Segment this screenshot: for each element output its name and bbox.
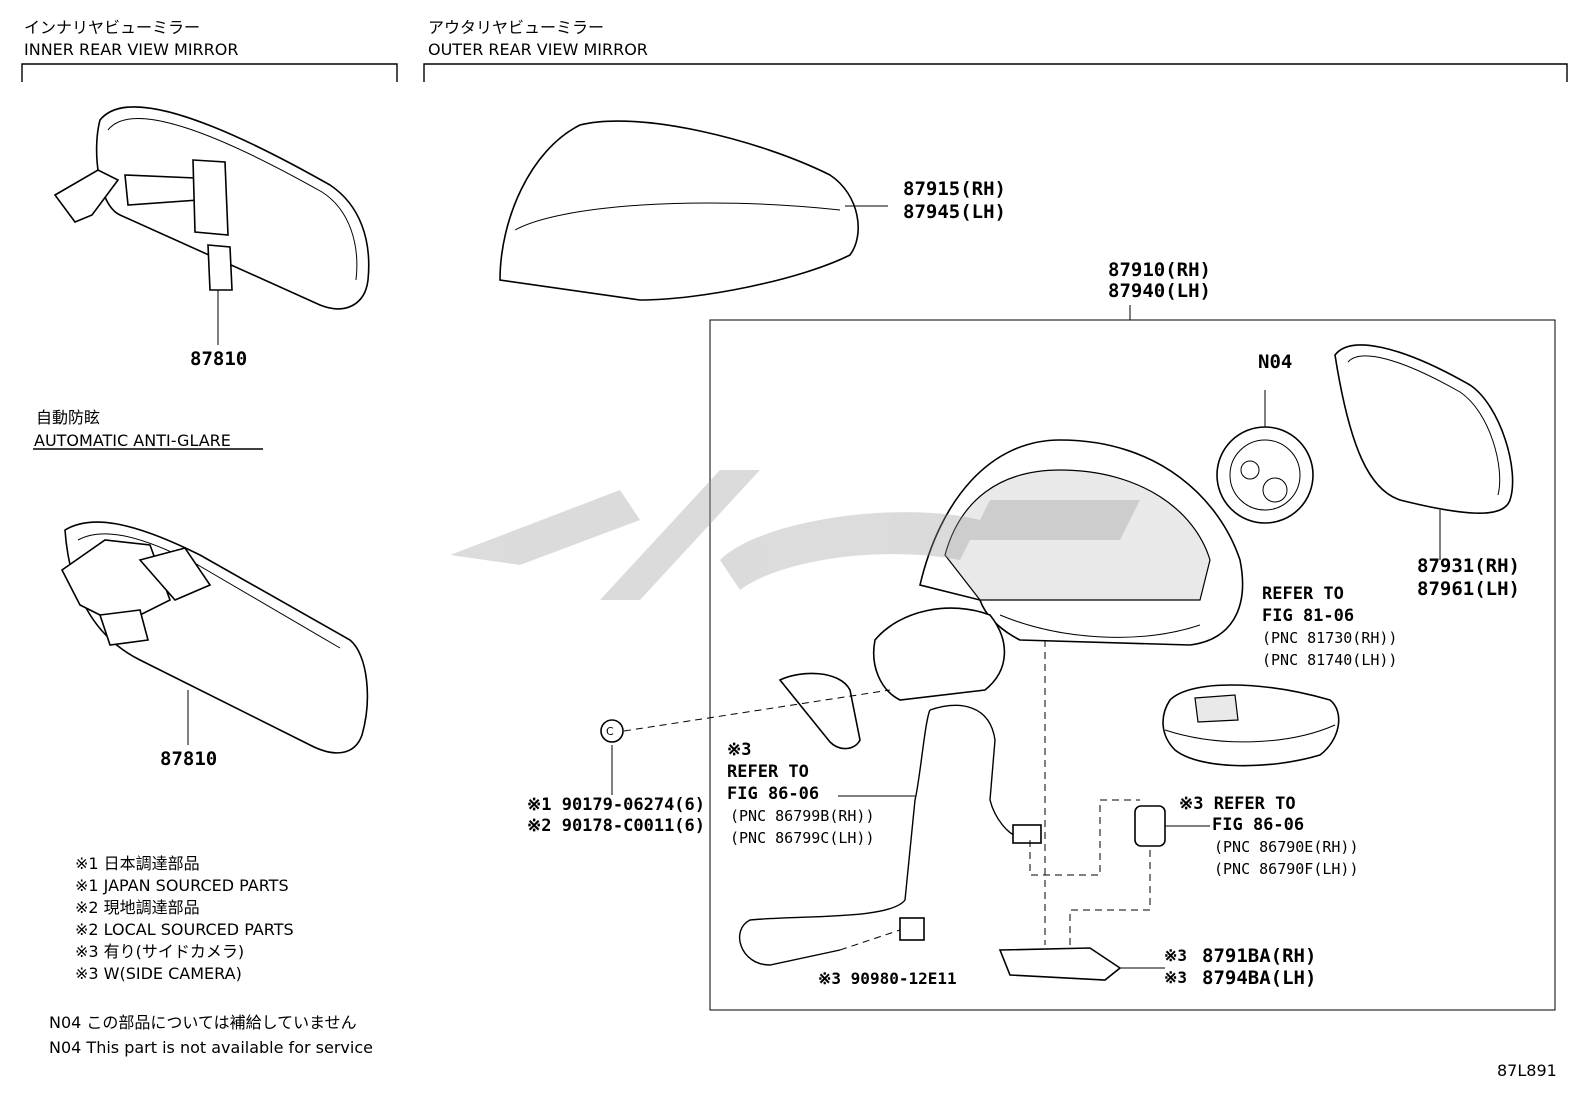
clip-mark-label: C — [606, 725, 614, 738]
note-3-en: ※3 W(SIDE CAMERA) — [75, 964, 242, 983]
fig81-pnc-lh: (PNC 81740(LH)) — [1262, 651, 1398, 669]
wire-harness-illustration — [739, 704, 1042, 966]
anti-glare-title-jp: 自動防眩 — [36, 408, 101, 427]
inner-mirror-part-number[interactable]: 87810 — [190, 348, 248, 370]
inner-mirror-illustration — [53, 106, 370, 345]
outer-section-bracket — [423, 63, 1568, 82]
anti-glare-mirror-illustration — [60, 521, 369, 754]
fig86b-refer-to[interactable]: ※3 REFER TO — [1179, 794, 1296, 814]
n04-note-jp: N04 この部品については補給していません — [49, 1013, 357, 1032]
mirror-cover-lh-part-number[interactable]: 87945(LH) — [903, 201, 1006, 223]
mirror-glass-illustration — [1334, 344, 1514, 560]
anti-glare-mirror-part-number[interactable]: 87810 — [160, 748, 218, 770]
camera-lh-part-number[interactable]: 8794BA(LH) — [1202, 967, 1317, 989]
fig86a-pnc-lh: (PNC 86799C(LH)) — [730, 829, 875, 847]
fig86a-pnc-rh: (PNC 86799B(RH)) — [730, 807, 875, 825]
turn-lamp-illustration — [1162, 684, 1340, 767]
inner-section-title-en: INNER REAR VIEW MIRROR — [24, 40, 239, 59]
fig81-refer-to[interactable]: REFER TO — [1262, 584, 1344, 604]
connector-part-number[interactable]: ※3 90980-12E11 — [818, 969, 957, 988]
mirror-cover-illustration — [499, 120, 888, 301]
fig86a-mark: ※3 — [727, 740, 752, 760]
fig86a-link[interactable]: FIG 86-06 — [727, 784, 820, 804]
mirror-assy-lh-part-number[interactable]: 87940(LH) — [1108, 280, 1211, 302]
mirror-assy-rh-part-number[interactable]: 87910(RH) — [1108, 259, 1211, 281]
outer-section-title-en: OUTER REAR VIEW MIRROR — [428, 40, 648, 59]
watermark-logo — [450, 470, 1140, 600]
outer-section-title-jp: アウタリヤビューミラー — [428, 18, 605, 37]
fig86a-refer-to[interactable]: REFER TO — [727, 762, 809, 782]
mirror-housing-illustration — [778, 439, 1244, 750]
note-2-jp: ※2 現地調達部品 — [75, 898, 200, 917]
outer-assembly-frame — [709, 319, 1556, 1011]
mirror-cover-rh-part-number[interactable]: 87915(RH) — [903, 178, 1006, 200]
n04-label[interactable]: N04 — [1258, 351, 1293, 373]
clip-1-part-number[interactable]: ※1 90179-06274(6) — [527, 795, 706, 815]
actuator-illustration — [1216, 390, 1314, 524]
note-1-en: ※1 JAPAN SOURCED PARTS — [75, 876, 289, 895]
inner-section-title-jp: インナリヤビューミラー — [24, 18, 201, 37]
note-1-jp: ※1 日本調達部品 — [75, 854, 200, 873]
fig86b-link[interactable]: FIG 86-06 — [1212, 815, 1305, 835]
figure-id: 87L891 — [1497, 1061, 1557, 1080]
fig81-pnc-rh: (PNC 81730(RH)) — [1262, 629, 1398, 647]
camera-rh-mark: ※3 — [1164, 946, 1188, 965]
note-2-en: ※2 LOCAL SOURCED PARTS — [75, 920, 294, 939]
fig86b-pnc-lh: (PNC 86790F(LH)) — [1214, 860, 1359, 878]
fig81-link[interactable]: FIG 81-06 — [1262, 606, 1355, 626]
camera-rh-part-number[interactable]: 8791BA(RH) — [1202, 945, 1317, 967]
clip-2-part-number[interactable]: ※2 90178-C0011(6) — [527, 816, 706, 836]
mirror-glass-rh-part-number[interactable]: 87931(RH) — [1417, 555, 1520, 577]
camera-illustration — [998, 640, 1210, 981]
inner-section-bracket — [21, 63, 398, 82]
mirror-glass-lh-part-number[interactable]: 87961(LH) — [1417, 578, 1520, 600]
camera-lh-mark: ※3 — [1164, 968, 1188, 987]
fig86b-pnc-rh: (PNC 86790E(RH)) — [1214, 838, 1359, 856]
note-3-jp: ※3 有り(サイドカメラ) — [75, 942, 245, 961]
clip-illustration — [600, 719, 624, 743]
n04-note-en: N04 This part is not available for servi… — [49, 1038, 373, 1057]
anti-glare-title-en: AUTOMATIC ANTI-GLARE — [34, 431, 231, 450]
